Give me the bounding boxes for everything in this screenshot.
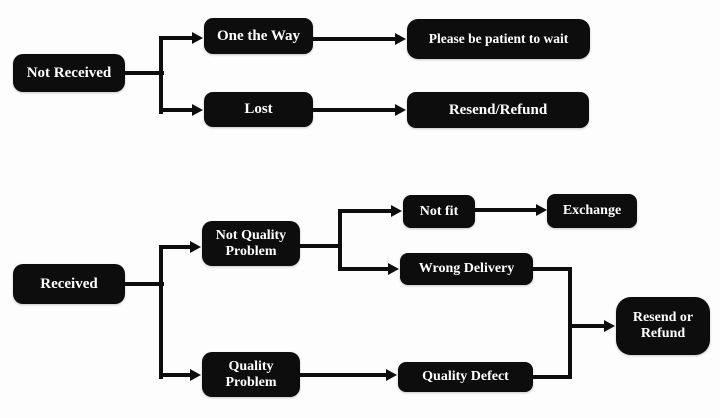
node-quality-defect: Quality Defect xyxy=(398,362,533,392)
edge-line-to-not-quality-problem xyxy=(159,245,191,249)
arrowhead-icon xyxy=(536,204,547,216)
edge-line-to-please-wait xyxy=(313,37,396,41)
node-resend-or-refund: Resend or Refund xyxy=(616,297,710,355)
node-received: Received xyxy=(13,264,125,304)
edge-line-not-received-out xyxy=(125,71,164,75)
arrowhead-icon xyxy=(388,263,399,275)
edge-line-received-split xyxy=(159,245,163,379)
arrowhead-icon xyxy=(604,320,615,332)
edge-line-received-out xyxy=(125,282,164,286)
edge-line-not-quality-problem-split xyxy=(338,209,342,271)
node-wrong-delivery: Wrong Delivery xyxy=(400,253,533,285)
node-not-fit: Not fit xyxy=(403,195,475,228)
edge-line-to-quality-problem xyxy=(159,373,191,377)
node-one-the-way: One the Way xyxy=(204,18,313,54)
edge-line-not-quality-problem-out xyxy=(300,244,342,248)
arrowhead-icon xyxy=(190,369,201,381)
node-not-received: Not Received xyxy=(13,54,125,92)
arrowhead-icon xyxy=(395,104,406,116)
edge-line-to-wrong-delivery xyxy=(338,267,389,271)
node-lost: Lost xyxy=(204,92,313,127)
edge-line-to-resend-refund xyxy=(313,108,396,112)
node-exchange: Exchange xyxy=(547,194,637,228)
arrowhead-icon xyxy=(192,32,203,44)
edge-line-to-exchange xyxy=(475,208,537,212)
node-please-be-patient: Please be patient to wait xyxy=(407,19,590,59)
edge-line-to-quality-defect xyxy=(300,373,387,377)
edge-line-not-received-split xyxy=(159,36,163,114)
arrowhead-icon xyxy=(192,104,203,116)
node-resend-refund: Resend/Refund xyxy=(407,92,589,128)
edge-line-to-lost xyxy=(159,108,193,112)
edge-line-to-resend-or-refund xyxy=(568,324,605,328)
arrowhead-icon xyxy=(190,241,201,253)
edge-line-quality-defect-out xyxy=(533,375,572,379)
arrowhead-icon xyxy=(391,205,402,217)
node-not-quality-problem: Not Quality Problem xyxy=(202,221,300,266)
edge-line-merge xyxy=(568,267,572,379)
edge-line-to-one-the-way xyxy=(159,36,193,40)
node-quality-problem: Quality Problem xyxy=(202,352,300,397)
edge-line-wrong-delivery-out xyxy=(533,267,572,271)
edge-line-to-not-fit xyxy=(338,209,392,213)
arrowhead-icon xyxy=(395,33,406,45)
arrowhead-icon xyxy=(386,369,397,381)
